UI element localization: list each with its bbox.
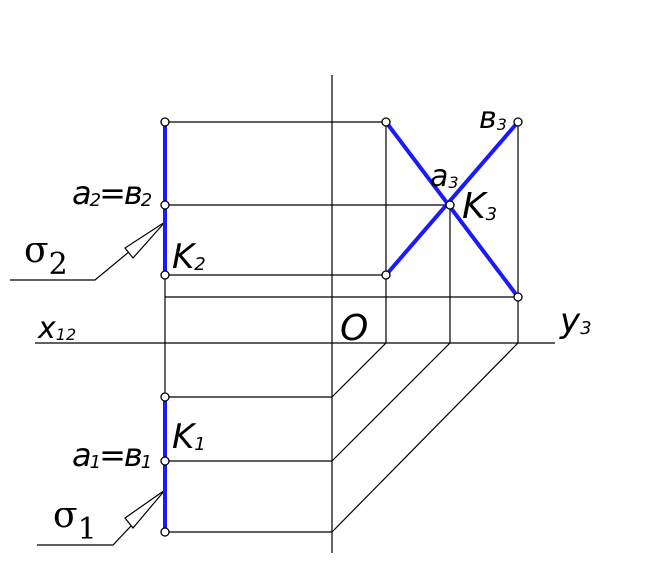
point bbox=[160, 392, 170, 402]
label-k2: K2 bbox=[172, 237, 206, 277]
label-x12: x12 bbox=[37, 311, 76, 346]
label-origin: O bbox=[340, 308, 368, 349]
transfer-line bbox=[331, 342, 451, 462]
segment-profile-b3 bbox=[384, 120, 520, 277]
sigma1-arrow-icon bbox=[124, 489, 166, 529]
point bbox=[160, 527, 170, 537]
point bbox=[160, 117, 170, 127]
label-a3: a3 bbox=[430, 159, 459, 194]
label-b3: в3 bbox=[479, 101, 507, 136]
point-k3 bbox=[445, 200, 455, 210]
transfer-line bbox=[331, 342, 519, 533]
point bbox=[160, 270, 170, 280]
point bbox=[160, 200, 170, 210]
label-sigma1: σ1 bbox=[53, 495, 97, 547]
point bbox=[160, 456, 170, 466]
label-k3: K3 bbox=[462, 186, 497, 227]
point bbox=[513, 292, 523, 302]
label-sigma2: σ2 bbox=[24, 230, 68, 282]
label-a2-b2: a2=в2 bbox=[72, 174, 152, 212]
label-y3: y3 bbox=[559, 301, 592, 341]
transfer-line bbox=[331, 342, 387, 398]
sigma2-arrow-icon bbox=[124, 221, 166, 259]
point bbox=[381, 270, 391, 280]
segment-profile-a3 bbox=[384, 120, 520, 299]
label-k1: K1 bbox=[172, 417, 206, 457]
label-a1-b1: a1=в1 bbox=[72, 436, 150, 474]
point bbox=[381, 117, 391, 127]
point bbox=[513, 117, 523, 127]
